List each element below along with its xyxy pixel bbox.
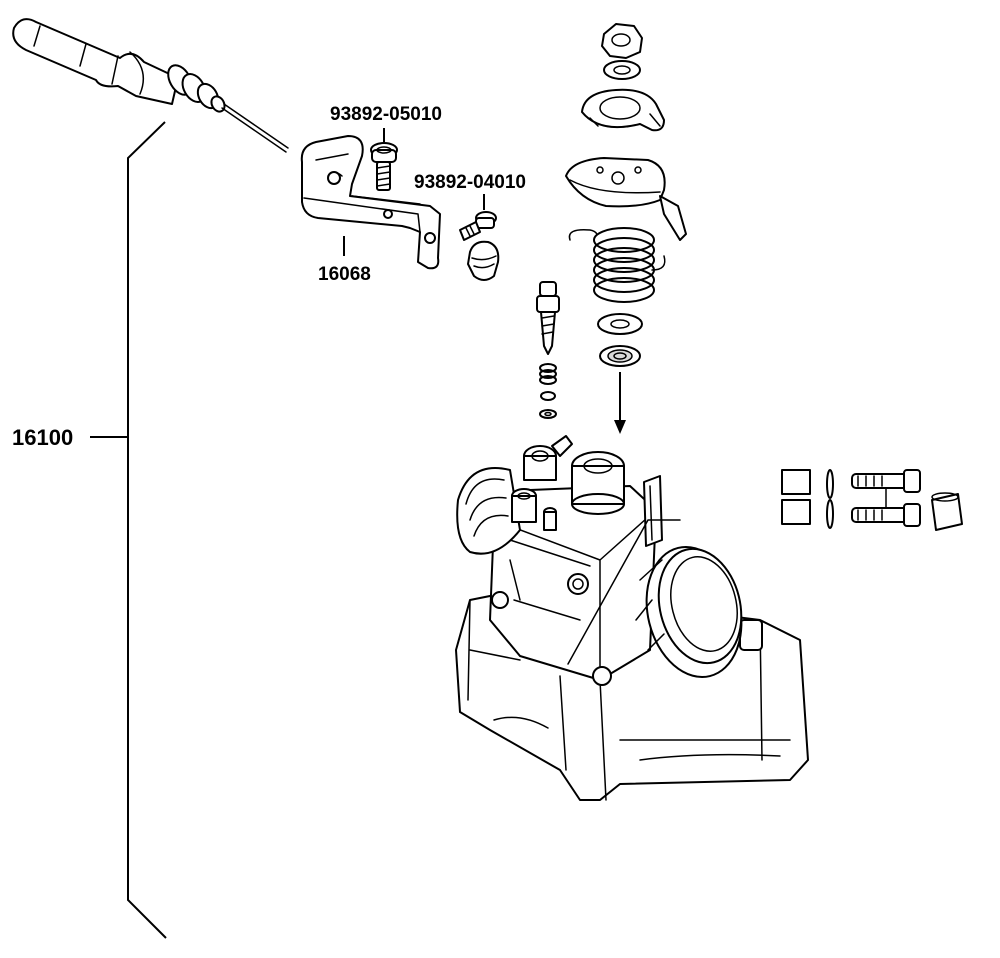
washer-middle [597,313,643,335]
throttle-quadrant-plate [565,157,687,241]
small-washers [539,391,557,419]
washer-top [603,60,641,80]
rubber-cap [467,240,500,281]
assembly-arrow [614,372,626,434]
part-number-93892-05010: 93892-05010 [330,104,442,125]
screw-93892-04010 [459,194,497,241]
pilot-screw-upper [851,469,921,493]
return-spring [568,227,666,303]
cable-bracket-16068 [300,135,441,270]
nut [601,23,643,59]
throttle-cable [12,18,289,153]
oil-seal [599,345,641,367]
screw-93892-05010 [370,128,398,191]
spring-upper [781,469,811,495]
idle-spring [539,363,557,385]
part-number-16100: 16100 [12,425,74,450]
throttle-lever-plate [581,88,665,132]
jet-holder-cap [931,492,963,531]
spring-lower [781,499,811,525]
part-number-16068: 16068 [318,264,371,285]
pilot-screw-lower [851,487,921,527]
o-rings [826,469,834,529]
carburetor-body [455,435,809,801]
cable-assembly-bracket-line [90,121,167,939]
idle-adjust-screw [536,281,560,355]
part-number-93892-04010: 93892-04010 [414,172,526,193]
